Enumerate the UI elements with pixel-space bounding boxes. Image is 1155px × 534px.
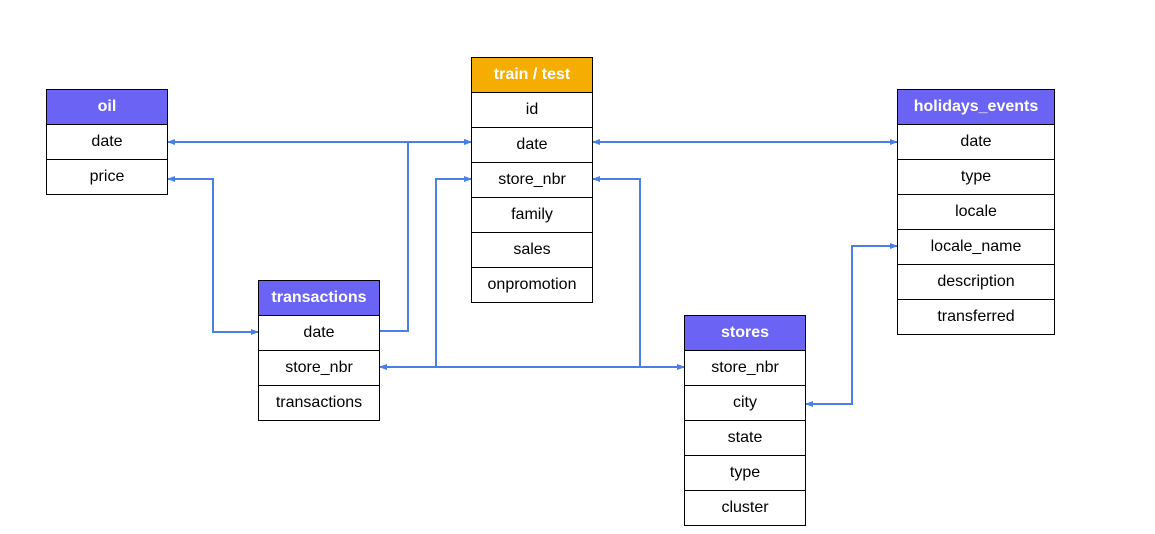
field-train-test-store-nbr: store_nbr — [472, 163, 592, 198]
field-train-test-family: family — [472, 198, 592, 233]
field-holidays-events-type: type — [898, 160, 1054, 195]
table-stores: stores store_nbr city state type cluster — [684, 315, 806, 526]
field-train-test-sales: sales — [472, 233, 592, 268]
field-train-test-id: id — [472, 93, 592, 128]
connector-transactions-store-train-store — [379, 176, 472, 370]
field-holidays-events-locale-name: locale_name — [898, 230, 1054, 265]
field-stores-store-nbr: store_nbr — [685, 351, 805, 386]
field-transactions-transactions: transactions — [275, 394, 363, 411]
field-holidays-events-description: description — [898, 265, 1054, 300]
field-holidays-events-date: date — [898, 125, 1054, 160]
connector-train-store-stores-store — [592, 176, 685, 370]
table-stores-header: stores — [685, 316, 805, 351]
field-holidays-events-transferred: transferred — [937, 308, 1015, 325]
table-transactions-header: transactions — [259, 281, 379, 316]
table-transactions: transactions date store_nbr transactions — [258, 280, 380, 421]
connector-oil-price-transactions-date — [167, 176, 259, 335]
table-holidays-events-header: holidays_events — [898, 90, 1054, 125]
connector-stores-city-holidays-locale-name — [805, 243, 898, 407]
field-holidays-events-locale: locale — [898, 195, 1054, 230]
field-stores-cluster: cluster — [721, 499, 769, 516]
table-train-test-header: train / test — [472, 58, 592, 93]
table-holidays-events: holidays_events date type locale locale_… — [897, 89, 1055, 335]
field-train-test-onpromotion: onpromotion — [487, 276, 577, 293]
field-transactions-date: date — [259, 316, 379, 351]
field-transactions-store-nbr: store_nbr — [259, 351, 379, 386]
table-oil: oil date price — [46, 89, 168, 195]
field-train-test-date: date — [472, 128, 592, 163]
field-stores-city: city — [685, 386, 805, 421]
field-stores-state: state — [685, 421, 805, 456]
field-oil-price: price — [89, 168, 125, 185]
field-stores-type: type — [685, 456, 805, 491]
connector-transactions-date-train-date — [380, 139, 472, 332]
table-oil-header: oil — [47, 90, 167, 125]
field-oil-date: date — [47, 125, 167, 160]
table-train-test: train / test id date store_nbr family sa… — [471, 57, 593, 303]
